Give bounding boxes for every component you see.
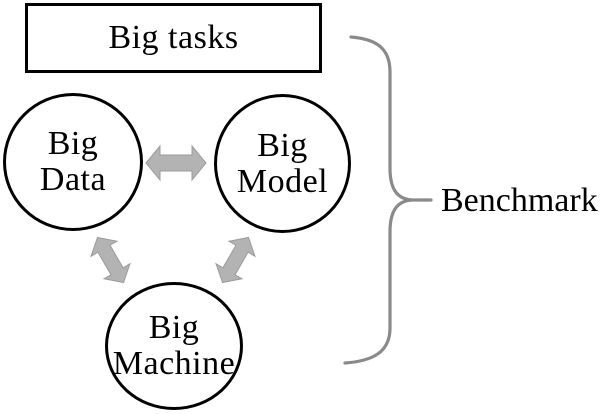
big-model-label-line1: Big [257,126,308,164]
big-data-node: Big Data [3,93,143,231]
double-arrow-diagonal-right-icon [215,236,256,284]
big-model-label-line2: Model [236,162,329,200]
curly-brace-icon [343,35,413,365]
big-machine-node: Big Machine [105,282,243,410]
big-data-label-line1: Big [47,125,99,162]
big-machine-label-line1: Big [148,309,200,346]
big-data-label-line2: Data [39,161,107,198]
big-tasks-box: Big tasks [25,3,322,73]
big-tasks-label: Big tasks [108,19,239,56]
double-arrow-horizontal-icon [145,144,207,182]
double-arrow-diagonal-left-icon [90,236,131,284]
big-machine-label-line2: Machine [112,345,236,382]
benchmark-label: Benchmark [441,182,598,219]
big-model-node: Big Model [214,94,351,233]
